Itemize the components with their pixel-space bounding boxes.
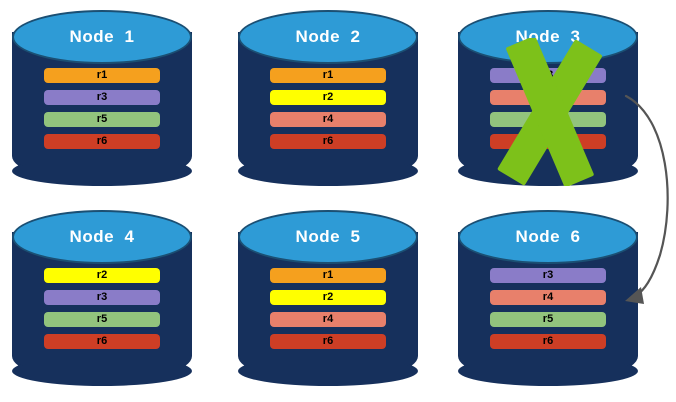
record-list: r3 r4 r5 r6: [490, 268, 606, 356]
cylinder-bottom: [238, 156, 418, 186]
node-title: Node 5: [295, 227, 361, 246]
cylinder-top: Node 1: [12, 10, 192, 64]
node-5: Node 5 r1 r2 r4 r6: [238, 206, 418, 386]
cylinder-top: Node 4: [12, 210, 192, 264]
cylinder-top: Node 3: [458, 10, 638, 64]
cylinder-top: Node 5: [238, 210, 418, 264]
record-strip: r4: [490, 290, 606, 305]
record-list: r1 r2 r4 r6: [270, 68, 386, 156]
node-title: Node 6: [515, 227, 581, 246]
cylinder-top: Node 2: [238, 10, 418, 64]
record-strip: r4: [490, 90, 606, 105]
node-title: Node 3: [515, 27, 581, 46]
record-strip: r2: [44, 268, 160, 283]
node-4: Node 4 r2 r3 r5 r6: [12, 206, 192, 386]
record-strip: r6: [44, 334, 160, 349]
node-2: Node 2 r1 r2 r4 r6: [238, 6, 418, 186]
cylinder-top: Node 6: [458, 210, 638, 264]
record-strip: r2: [270, 290, 386, 305]
record-strip: r6: [490, 334, 606, 349]
record-strip: r3: [490, 268, 606, 283]
record-strip: r3: [44, 290, 160, 305]
cylinder-bottom: [458, 356, 638, 386]
record-strip: r4: [270, 112, 386, 127]
record-strip: r2: [270, 90, 386, 105]
record-strip: r3: [490, 68, 606, 83]
record-strip: r4: [270, 312, 386, 327]
record-strip: r1: [270, 268, 386, 283]
record-list: r1 r2 r4 r6: [270, 268, 386, 356]
node-title: Node 2: [295, 27, 361, 46]
node-1: Node 1 r1 r3 r5 r6: [12, 6, 192, 186]
record-strip: r6: [44, 134, 160, 149]
record-strip: r3: [44, 90, 160, 105]
record-list: r1 r3 r5 r6: [44, 68, 160, 156]
record-strip: r6: [490, 134, 606, 149]
record-list: r2 r3 r5 r6: [44, 268, 160, 356]
record-list: r3 r4 r5 r6: [490, 68, 606, 156]
record-strip: r5: [490, 112, 606, 127]
cylinder-bottom: [12, 156, 192, 186]
cylinder-bottom: [238, 356, 418, 386]
node-6: Node 6 r3 r4 r5 r6: [458, 206, 638, 386]
node-3: Node 3 r3 r4 r5 r6: [458, 6, 638, 186]
cylinder-bottom: [458, 156, 638, 186]
record-strip: r5: [44, 112, 160, 127]
record-strip: r5: [490, 312, 606, 327]
record-strip: r6: [270, 134, 386, 149]
record-strip: r6: [270, 334, 386, 349]
record-strip: r1: [270, 68, 386, 83]
record-strip: r1: [44, 68, 160, 83]
cylinder-bottom: [12, 356, 192, 386]
node-title: Node 1: [69, 27, 135, 46]
record-strip: r5: [44, 312, 160, 327]
node-title: Node 4: [69, 227, 135, 246]
